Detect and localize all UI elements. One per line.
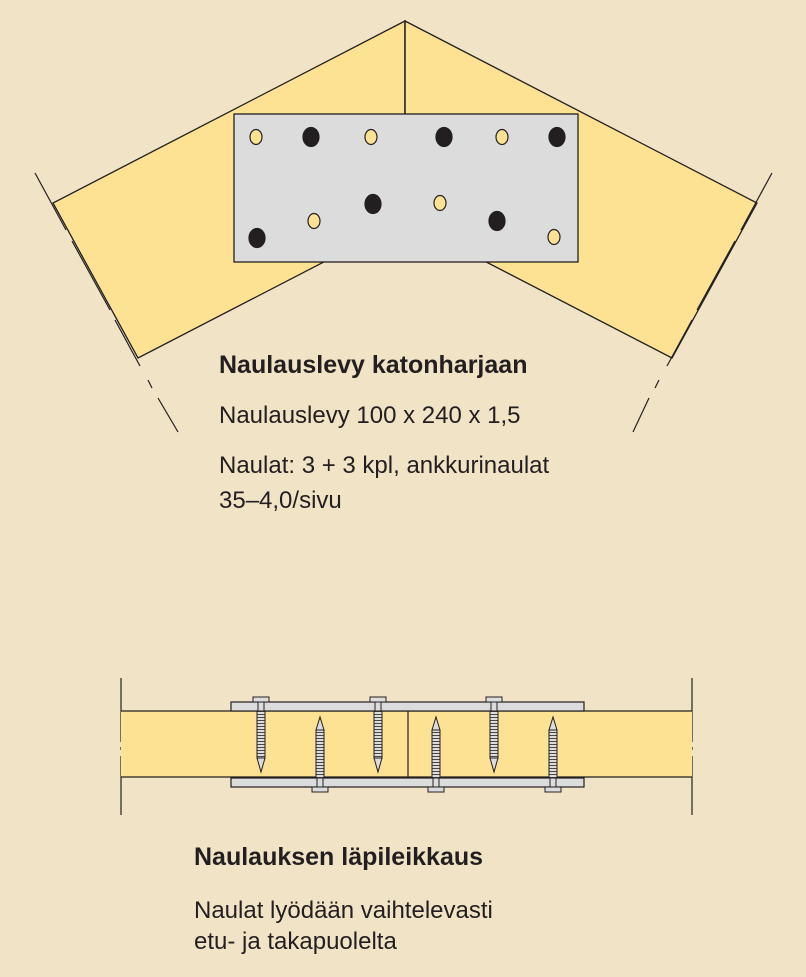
plate-holes xyxy=(248,126,566,249)
cut-line-left xyxy=(34,172,179,433)
timber-board xyxy=(121,711,692,777)
nails-spec-line1: Naulat: 3 + 3 kpl, ankkurinaulat xyxy=(219,452,550,479)
top-plate xyxy=(230,701,585,712)
nail-from-top xyxy=(485,696,503,774)
cross-section-title: Naulauksen läpileikkaus xyxy=(194,843,484,871)
cut-line-right xyxy=(632,172,773,433)
nails-spec-line2: 35–4,0/sivu xyxy=(219,487,342,514)
plate-spec: Naulauslevy 100 x 240 x 1,5 xyxy=(219,402,521,429)
cross-section-diagram xyxy=(120,678,693,815)
cross-section-line1: Naulat lyödään vaihtelevasti xyxy=(194,897,493,924)
nail-from-bottom xyxy=(544,715,562,793)
cross-section-line2: etu- ja takapuolelta xyxy=(194,928,397,955)
bottom-plate xyxy=(230,777,585,788)
ridge-title: Naulauslevy katonharjaan xyxy=(219,351,528,379)
nail-plate xyxy=(233,113,579,263)
nail-from-top xyxy=(252,696,270,774)
nail-from-bottom xyxy=(311,715,329,793)
nail-from-top xyxy=(369,696,387,774)
nail-from-bottom xyxy=(427,715,445,793)
